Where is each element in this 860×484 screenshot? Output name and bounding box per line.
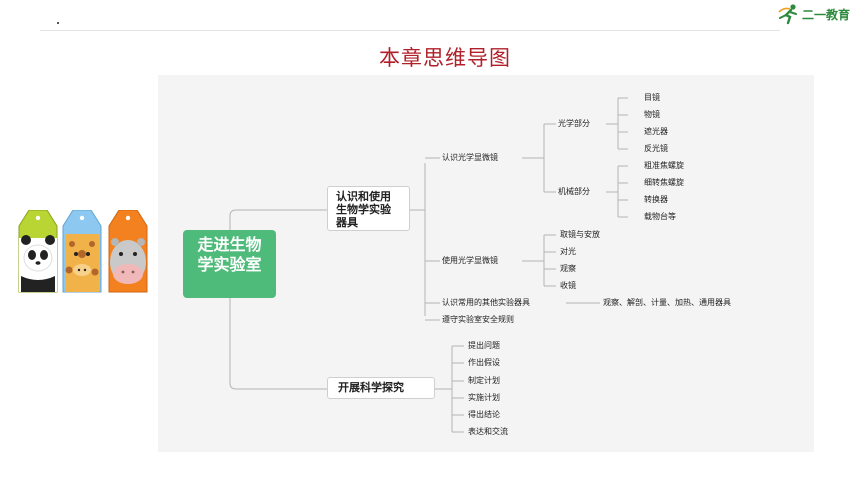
leaf-optical: 反光镜 — [644, 144, 668, 153]
animal-tags-illustration — [18, 210, 148, 293]
leaf-use-step: 取镜与安放 — [560, 230, 600, 239]
leaf-use-step: 观察 — [560, 264, 576, 273]
leaf-inquiry-step: 得出结论 — [468, 410, 500, 419]
mindmap-root-node: 走进生物学实验室 — [183, 230, 276, 298]
leaf-mechanical: 转换器 — [644, 195, 668, 204]
leaf-use-step: 收镜 — [560, 281, 576, 290]
branch-science-inquiry-node: 开展科学探究 — [327, 377, 435, 399]
leaf-inquiry-step: 制定计划 — [468, 376, 500, 385]
node-use-microscope: 使用光学显微镜 — [442, 256, 498, 265]
node-other-tools-detail: 观察、解剖、计量、加热、通用器具 — [603, 298, 731, 307]
node-mechanical-part: 机械部分 — [558, 187, 590, 196]
logo-text: 二一教育 — [802, 8, 851, 22]
giraffe-tag-icon — [62, 210, 102, 293]
brand-logo: 二一教育 — [776, 3, 860, 25]
leaf-optical: 遮光器 — [644, 127, 668, 136]
leaf-inquiry-step: 作出假设 — [468, 358, 500, 367]
leaf-mechanical: 细转焦螺旋 — [644, 178, 684, 187]
leaf-optical: 目镜 — [644, 93, 660, 102]
header-divider — [40, 30, 780, 31]
page-title: 本章思维导图 — [379, 46, 511, 70]
leaf-inquiry-step: 表达和交流 — [468, 427, 508, 436]
branch-lab-tools-node: 认识和使用生物学实验器具 — [327, 186, 410, 231]
node-safety-rules: 遵守实验室安全规则 — [442, 315, 514, 324]
leaf-mechanical: 粗准焦螺旋 — [644, 161, 684, 170]
leaf-optical: 物镜 — [644, 110, 660, 119]
leaf-use-step: 对光 — [560, 247, 576, 256]
runner-icon — [778, 4, 797, 25]
hippo-tag-icon — [108, 210, 148, 293]
node-know-microscope: 认识光学显微镜 — [442, 153, 498, 162]
leaf-inquiry-step: 提出问题 — [468, 341, 500, 350]
decorative-dot — [57, 22, 59, 24]
leaf-mechanical: 载物台等 — [644, 212, 676, 221]
panda-tag-icon — [18, 210, 58, 293]
node-other-tools: 认识常用的其他实验器具 — [442, 298, 530, 307]
leaf-inquiry-step: 实施计划 — [468, 393, 500, 402]
node-optical-part: 光学部分 — [558, 119, 590, 128]
